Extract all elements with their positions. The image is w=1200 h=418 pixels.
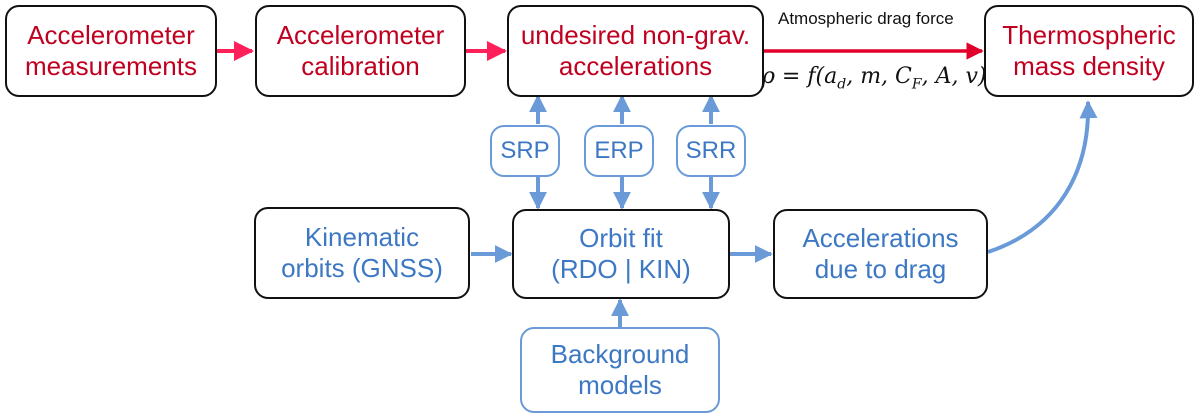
background-models-node: Background models <box>520 327 720 413</box>
erp-node: ERP <box>584 125 654 177</box>
thermospheric-density-node: Thermospheric mass density <box>984 5 1194 97</box>
density-formula: ρ = f(ad, m, CF, A, v) <box>762 64 987 93</box>
accelerometer-measurements-node: Accelerometer measurements <box>5 5 217 97</box>
accelerations-due-to-drag-node: Accelerations due to drag <box>773 209 988 299</box>
orbit-fit-node: Orbit fit (RDO | KIN) <box>512 209 730 299</box>
kinematic-orbits-node: Kinematic orbits (GNSS) <box>254 207 470 299</box>
arrow-accdrag-to-thermo <box>987 100 1098 254</box>
drag-force-label: Atmospheric drag force <box>778 9 954 28</box>
srp-node: SRP <box>490 125 560 177</box>
non-grav-accelerations-node: undesired non-grav. accelerations <box>507 5 764 97</box>
accelerometer-calibration-node: Accelerometer calibration <box>255 5 466 97</box>
srr-node: SRR <box>676 125 746 177</box>
